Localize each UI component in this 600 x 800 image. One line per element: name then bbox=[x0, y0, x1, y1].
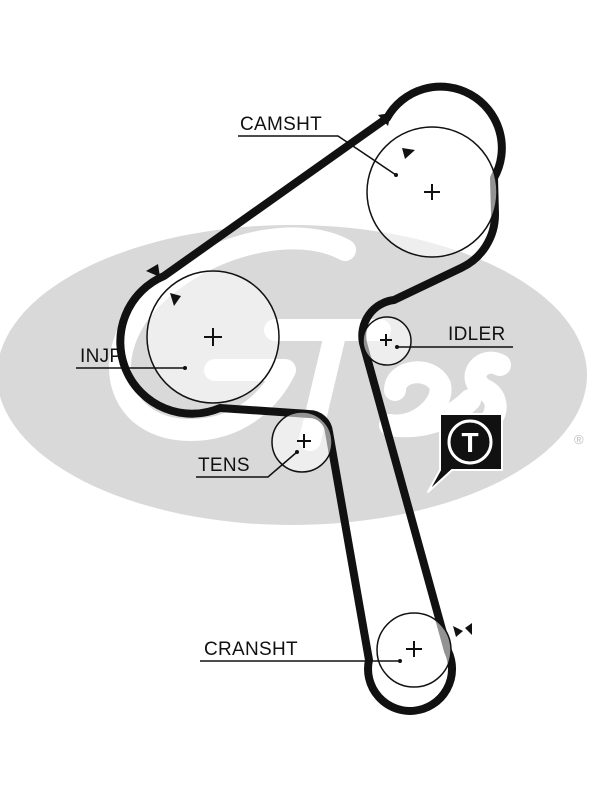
label-crankshaft: CRANSHT bbox=[200, 639, 402, 663]
camshaft-mark-inner bbox=[402, 148, 415, 159]
camshaft-sprocket bbox=[366, 126, 498, 258]
tensioner-pulley bbox=[271, 411, 333, 473]
crankshaft-mark-inner bbox=[453, 626, 463, 637]
crankshaft-center-cross bbox=[406, 641, 422, 657]
injp-mark-outer bbox=[146, 264, 160, 277]
tens-leader bbox=[196, 451, 298, 478]
label-injection-pump: INJP bbox=[76, 346, 187, 370]
label-camshaft: CAMSHT bbox=[238, 114, 398, 177]
camshaft-center-cross bbox=[424, 184, 440, 200]
registered-mark: ® bbox=[574, 432, 584, 447]
label-idler: IDLER bbox=[395, 324, 513, 349]
camshaft-mark-outer bbox=[378, 113, 391, 126]
label-tensioner: TENS bbox=[196, 450, 299, 478]
tensioner-symbol: T bbox=[427, 413, 503, 493]
tensioner-symbol-circle bbox=[447, 419, 493, 465]
idler-center-cross bbox=[380, 334, 392, 346]
tens-label-text: TENS bbox=[198, 455, 250, 476]
crankshaft-mark-outer bbox=[465, 623, 472, 635]
cranksht-label-text: CRANSHT bbox=[204, 639, 298, 660]
camshaft-leader bbox=[238, 135, 397, 176]
timing-marks bbox=[146, 113, 472, 637]
injection-pump-center-cross bbox=[204, 328, 222, 346]
gates-logo-watermark: ® bbox=[0, 225, 587, 525]
camshaft-label-text: CAMSHT bbox=[240, 114, 322, 135]
injection-pump-sprocket bbox=[146, 270, 280, 404]
idler-label-text: IDLER bbox=[448, 324, 505, 345]
tensioner-symbol-letter: T bbox=[461, 427, 478, 458]
crankshaft-sprocket bbox=[376, 612, 452, 688]
idler-pulley bbox=[362, 316, 412, 366]
injp-label-text: INJP bbox=[80, 346, 122, 367]
tensioner-center-cross bbox=[297, 434, 311, 448]
timing-belt bbox=[116, 82, 506, 715]
injp-mark-inner bbox=[170, 293, 181, 306]
